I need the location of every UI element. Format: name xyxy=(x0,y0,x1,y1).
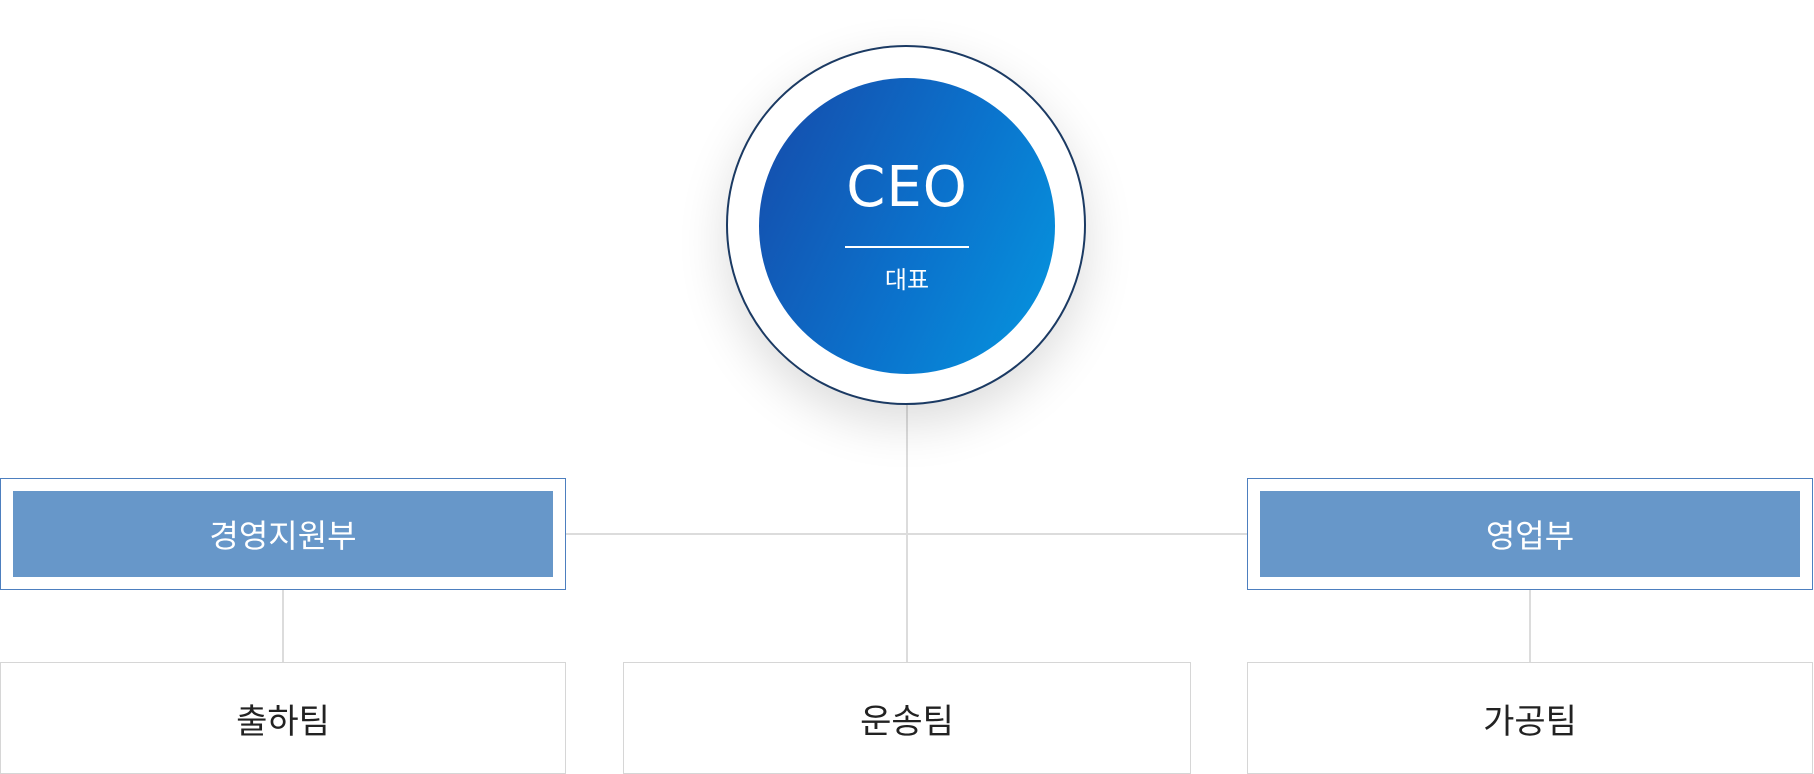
ceo-node: CEO 대표 xyxy=(726,45,1086,405)
connector-right-vertical xyxy=(1529,590,1531,663)
ceo-subtitle: 대표 xyxy=(884,266,930,294)
team-node-transport: 운송팀 xyxy=(623,662,1191,774)
connector-left-vertical xyxy=(282,590,284,663)
team-node-shipping: 출하팀 xyxy=(0,662,566,774)
ceo-badge: CEO 대표 xyxy=(759,78,1055,374)
department-node-management-support: 경영지원부 xyxy=(0,478,566,590)
team-node-processing: 가공팀 xyxy=(1247,662,1813,774)
ceo-divider xyxy=(845,246,969,248)
department-node-sales: 영업부 xyxy=(1247,478,1813,590)
department-label: 영업부 xyxy=(1260,491,1800,577)
connector-horizontal xyxy=(566,533,1248,535)
ceo-title: CEO xyxy=(846,155,968,220)
department-label: 경영지원부 xyxy=(13,491,553,577)
